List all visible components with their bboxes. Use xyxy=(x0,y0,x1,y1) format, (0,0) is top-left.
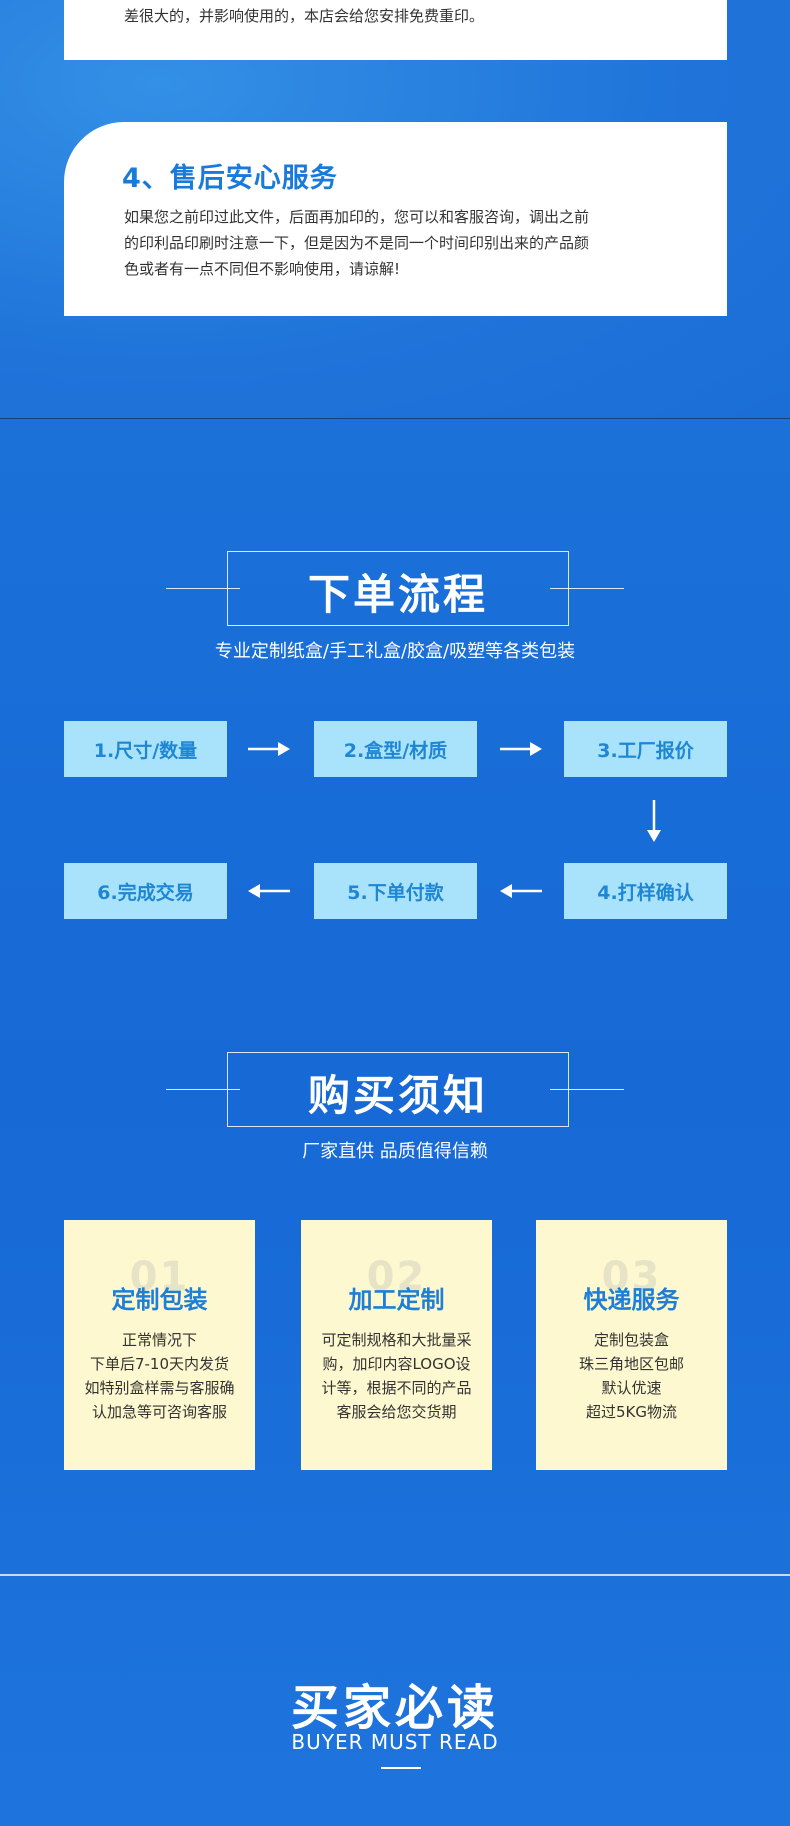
notice-card-title: 快递服务 xyxy=(583,1286,680,1314)
heading-right-line xyxy=(550,1089,624,1090)
heading-left-line xyxy=(166,1089,240,1090)
step-3: 3.工厂报价 xyxy=(564,721,727,777)
notice-card-line: 购，加印内容LOGO设 xyxy=(322,1355,471,1373)
notice-card-number: 03 xyxy=(601,1254,662,1300)
section-divider xyxy=(0,1574,790,1576)
after-sales-card xyxy=(64,122,727,316)
heading-left-line xyxy=(166,588,240,589)
after-sales-line: 色或者有一点不同但不影响使用，请谅解! xyxy=(124,260,401,278)
section-divider xyxy=(0,418,790,419)
notice-card-line: 认加急等可咨询客服 xyxy=(91,1403,227,1421)
notice-card-line: 计等，根据不同的产品 xyxy=(321,1379,472,1397)
after-sales-text: 如果您之前印过此文件，后面再加印的，您可以和客服咨询，调出之前 的印利品印刷时注… xyxy=(124,204,704,282)
buyer-read-subtitle: BUYER MUST READ xyxy=(291,1730,499,1754)
arrow-right-icon xyxy=(500,742,542,756)
notice-card-line: 下单后7-10天内发货 xyxy=(89,1355,230,1373)
after-sales-line: 的印利品印刷时注意一下，但是因为不是同一个时间印别出来的产品颜 xyxy=(124,234,590,252)
notice-card-custom-packaging: 01 定制包装 正常情况下 下单后7-10天内发货 如特别盒样需与客服确 认加急… xyxy=(64,1220,255,1470)
notice-card-line: 正常情况下 xyxy=(121,1331,197,1349)
heading-right-line xyxy=(550,588,624,589)
reprint-card xyxy=(64,0,727,60)
arrow-left-icon xyxy=(500,884,542,898)
notice-card-number: 02 xyxy=(366,1254,427,1300)
notice-card-line: 可定制规格和大批量采 xyxy=(321,1331,472,1349)
buyer-read-title: 买家必读 xyxy=(290,1680,499,1736)
purchase-notice-title: 购买须知 xyxy=(307,1071,488,1120)
buyer-read-underline xyxy=(381,1767,421,1769)
notice-card-title: 加工定制 xyxy=(348,1286,445,1314)
after-sales-title: 4、售后安心服务 xyxy=(122,163,338,194)
notice-card-line: 客服会给您交货期 xyxy=(336,1403,457,1421)
step-2: 2.盒型/材质 xyxy=(314,721,477,777)
step-1: 1.尺寸/数量 xyxy=(64,721,227,777)
notice-card-line: 超过5KG物流 xyxy=(585,1403,677,1421)
notice-card-custom-processing: 02 加工定制 可定制规格和大批量采 购，加印内容LOGO设 计等，根据不同的产… xyxy=(301,1220,492,1470)
notice-card-line: 默认优速 xyxy=(601,1379,662,1397)
arrow-down-icon xyxy=(647,800,661,842)
notice-card-express-service: 03 快递服务 定制包装盒 珠三角地区包邮 默认优速 超过5KG物流 xyxy=(536,1220,727,1470)
after-sales-line: 如果您之前印过此文件，后面再加印的，您可以和客服咨询，调出之前 xyxy=(124,208,590,226)
purchase-notice-subtitle: 厂家直供 品质值得信赖 xyxy=(302,1141,488,1162)
step-5: 5.下单付款 xyxy=(314,863,477,919)
order-process-title: 下单流程 xyxy=(307,570,488,619)
arrow-right-icon xyxy=(248,742,290,756)
step-4: 4.打样确认 xyxy=(564,863,727,919)
notice-card-body: 定制包装盒 珠三角地区包邮 默认优速 超过5KG物流 xyxy=(546,1328,717,1424)
arrow-left-icon xyxy=(248,884,290,898)
notice-card-line: 定制包装盒 xyxy=(593,1331,669,1349)
notice-card-body: 正常情况下 下单后7-10天内发货 如特别盒样需与客服确 认加急等可咨询客服 xyxy=(74,1328,245,1424)
notice-card-line: 珠三角地区包邮 xyxy=(578,1355,684,1373)
order-process-subtitle: 专业定制纸盒/手工礼盒/胶盒/吸塑等各类包装 xyxy=(214,641,576,662)
reprint-card-text: 差很大的，并影响使用的，本店会给您安排免费重印。 xyxy=(124,7,485,25)
step-6: 6.完成交易 xyxy=(64,863,227,919)
notice-card-body: 可定制规格和大批量采 购，加印内容LOGO设 计等，根据不同的产品 客服会给您交… xyxy=(311,1328,482,1424)
notice-card-title: 定制包装 xyxy=(111,1286,208,1314)
notice-card-line: 如特别盒样需与客服确 xyxy=(84,1379,235,1397)
notice-card-number: 01 xyxy=(129,1254,190,1300)
